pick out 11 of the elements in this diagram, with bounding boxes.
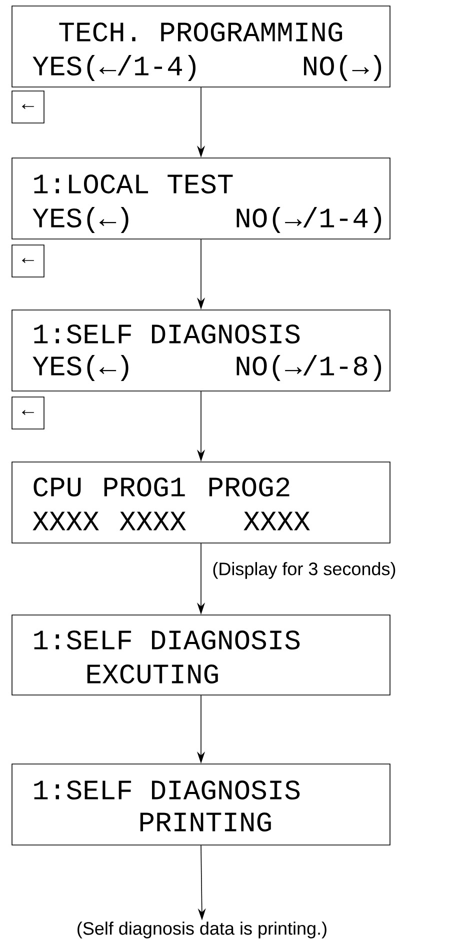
key-box: ← (12, 396, 44, 430)
edge-label: (Display for 3 seconds) (211, 561, 398, 580)
display-box: 1:SELF DIAGNOSIS PRINTING (12, 764, 390, 846)
display-box: CPU PROG1 PROG2 XXXX XXXX XXXX (12, 462, 390, 544)
display-box: 1:LOCAL TEST YES(←) NO(→/1-4) (12, 158, 390, 240)
display-box: 1:SELF DIAGNOSIS EXCUTING (12, 614, 390, 696)
key-box: ← (12, 244, 44, 278)
key-box: ← (12, 90, 44, 124)
display-box: TECH. PROGRAMMING YES(←/1-4) NO(→) (12, 6, 390, 88)
display-box: 1:SELF DIAGNOSIS YES(←) NO(→/1-8) (12, 310, 390, 392)
note-text: (Self diagnosis data is printing.) (78, 922, 326, 938)
